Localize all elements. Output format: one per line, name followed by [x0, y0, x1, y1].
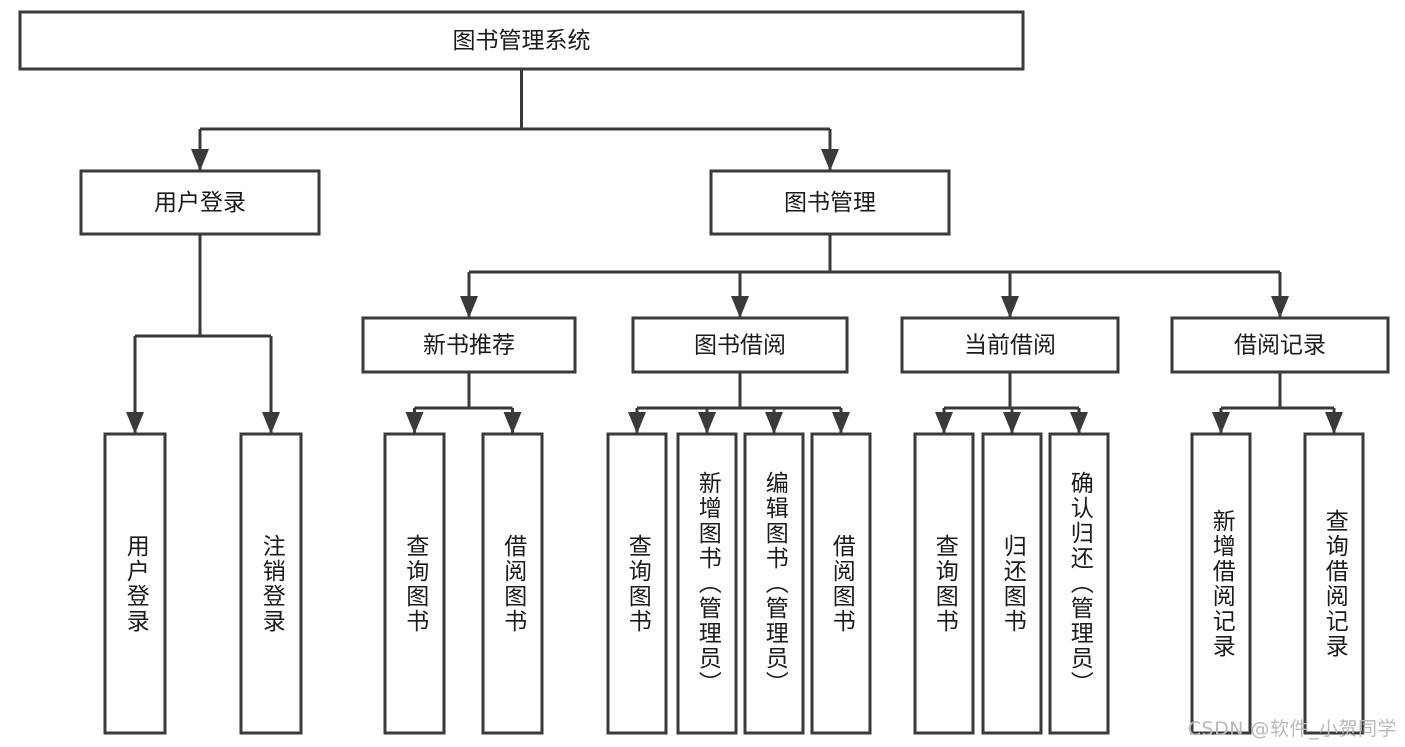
- arrow-head-icon: [1271, 296, 1289, 318]
- node-label-book-borrow: 图书借阅: [694, 333, 786, 359]
- connector-layer: [126, 69, 1343, 434]
- node-box-leaf-return-book[interactable]: [981, 432, 1043, 735]
- arrow-head-icon: [1003, 412, 1021, 434]
- node-box-book-borrow[interactable]: [631, 316, 849, 374]
- arrow-head-icon: [126, 412, 144, 434]
- node-box-leaf-add-borrow-record[interactable]: [1190, 432, 1252, 735]
- arrow-head-icon: [731, 296, 749, 318]
- arrow-head-icon: [405, 412, 424, 434]
- node-box-leaf-confirm-return-admin[interactable]: [1048, 432, 1110, 735]
- watermark-text: CSDN @软件_小贺同学: [1187, 718, 1397, 740]
- arrow-head-icon: [765, 412, 783, 434]
- arrow-head-icon: [1070, 412, 1088, 434]
- node-box-leaf-edit-book-admin[interactable]: [743, 432, 805, 735]
- arrow-head-icon: [821, 149, 839, 171]
- node-box-borrow-record[interactable]: [1170, 316, 1390, 374]
- arrow-head-icon: [1325, 412, 1343, 434]
- node-box-root[interactable]: [18, 10, 1025, 71]
- arrow-head-icon: [1001, 296, 1019, 318]
- node-box-leaf-query-book-borrow[interactable]: [606, 432, 668, 735]
- node-box-current-borrow[interactable]: [900, 316, 1120, 374]
- arrow-head-icon: [503, 412, 522, 434]
- arrow-head-icon: [262, 412, 280, 434]
- node-box-leaf-borrow-book[interactable]: [810, 432, 872, 735]
- node-box-leaf-user-login[interactable]: [103, 432, 167, 735]
- node-label-root: 图书管理系统: [453, 28, 591, 54]
- node-box-leaf-query-book-recommend[interactable]: [383, 432, 446, 735]
- node-box-book-manage[interactable]: [709, 169, 951, 236]
- node-box-leaf-query-book-current[interactable]: [913, 432, 975, 735]
- arrow-head-icon: [935, 412, 953, 434]
- node-label-user-login: 用户登录: [154, 190, 246, 216]
- node-label-book-manage: 图书管理: [784, 190, 876, 216]
- node-box-leaf-query-borrow-record[interactable]: [1303, 432, 1365, 735]
- node-box-user-login[interactable]: [79, 169, 321, 236]
- arrow-head-icon: [1212, 412, 1230, 434]
- node-label-new-book-recommend: 新书推荐: [423, 333, 515, 359]
- arrow-head-icon: [460, 296, 478, 318]
- node-box-new-book-recommend[interactable]: [361, 316, 577, 374]
- arrow-head-icon: [698, 412, 716, 434]
- node-box-leaf-add-book-admin[interactable]: [676, 432, 738, 735]
- box-layer: [18, 10, 1390, 735]
- arrow-head-icon: [628, 412, 646, 434]
- node-box-leaf-borrow-book-recommend[interactable]: [481, 432, 544, 735]
- node-box-leaf-logout[interactable]: [239, 432, 303, 735]
- node-label-borrow-record: 借阅记录: [1234, 333, 1326, 359]
- arrow-head-icon: [832, 412, 850, 434]
- arrow-head-icon: [191, 149, 209, 171]
- node-label-current-borrow: 当前借阅: [964, 333, 1056, 359]
